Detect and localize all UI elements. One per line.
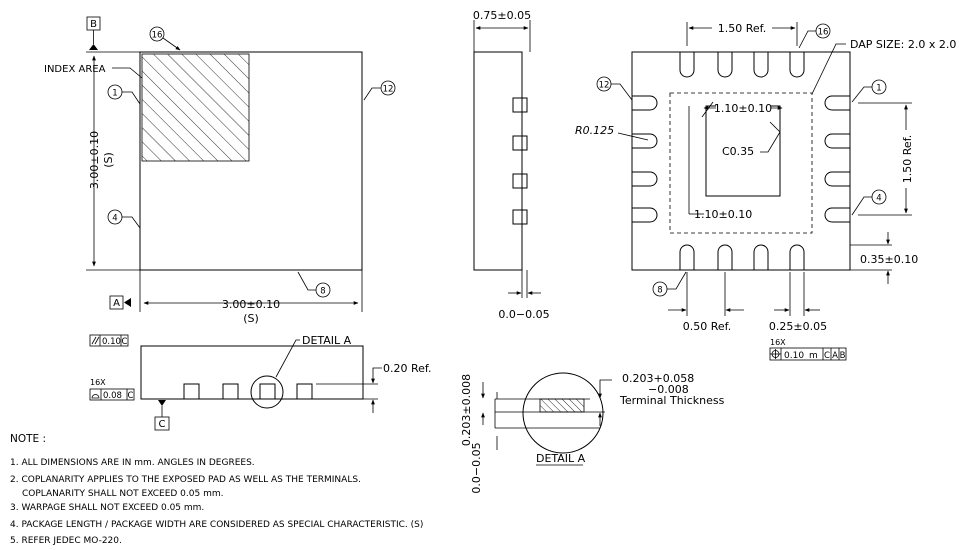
detail-a-circle [250, 375, 284, 409]
top-dim-width: 3.00±0.10 [222, 298, 280, 311]
terminal-dim-lower: −0.008 [648, 383, 689, 396]
terminal-dim-main: 0.203+0.058 [622, 372, 694, 385]
dap-outline [669, 92, 813, 234]
note-2: 2. COPLANARITY APPLIES TO THE EXPOSED PA… [10, 475, 361, 485]
top-pin-4: 4 [112, 214, 117, 224]
top-dim-width-note: (S) [243, 312, 259, 325]
datum-c-label: C [159, 419, 166, 430]
coplanarity-datum: C [128, 391, 134, 401]
fcf-modifier: m [809, 351, 818, 361]
detail-a-view: 0.203±0.008 0.0−0.05 0.203+0.058 −0.008 … [460, 372, 725, 494]
bottom-pin-1: 1 [876, 84, 881, 94]
dap-inner-left: 1.10±0.10 [694, 208, 752, 221]
note-3: 3. WARPAGE SHALL NOT EXCEED 0.05 mm. [10, 503, 204, 513]
bottom-pin-4: 4 [876, 194, 881, 204]
terminal-hatch [539, 398, 585, 413]
dap-inner-top: 1.10±0.10 [714, 102, 772, 115]
radius-label: R0.125 [575, 124, 614, 137]
front-dim-ref: 0.20 Ref. [383, 362, 431, 375]
top-dim-height-note: (S) [102, 152, 115, 168]
chamfer-label: C0.35 [722, 145, 754, 158]
detail-a-title: DETAIL A [536, 452, 586, 465]
detail-left-upper: 0.203±0.008 [460, 374, 473, 446]
notes: NOTE : 1. ALL DIMENSIONS ARE IN mm. ANGL… [10, 433, 423, 546]
top-view: B 3.00±0.10 (S) A 3.00±0.10 (S) INDEX AR… [44, 16, 396, 325]
bottom-ref-top: 1.50 Ref. [718, 22, 766, 35]
index-area-label: INDEX AREA [44, 64, 106, 75]
note-4: 4. PACKAGE LENGTH / PACKAGE WIDTH ARE CO… [10, 520, 423, 530]
datum-b-label: B [90, 19, 97, 30]
front-view-body [140, 345, 364, 400]
note-5: 5. REFER JEDEC MO-220. [10, 536, 122, 546]
bottom-pin-12: 12 [599, 81, 610, 91]
note-1: 1. ALL DIMENSIONS ARE IN mm. ANGLES IN D… [10, 458, 255, 468]
top-pin-12: 12 [383, 85, 394, 95]
bottom-view-body [631, 51, 851, 271]
bottom-pitch: 0.50 Ref. [683, 320, 731, 333]
detail-left-lower: 0.0−0.05 [470, 442, 483, 493]
top-pin-1: 1 [112, 89, 117, 99]
side-dim-thickness: 0.75±0.05 [473, 9, 531, 22]
fcf-position: 0.10 [784, 351, 804, 361]
bottom-pin-16: 16 [818, 28, 829, 38]
fcf-datum-b: B [840, 351, 846, 361]
top-dim-height: 3.00±0.10 [88, 131, 101, 189]
bottom-pin-8: 8 [657, 286, 662, 296]
front-view: 0.10 C 16X 0.08 C C DETAIL A 0.20 Ref. [89, 334, 431, 431]
parallelism-value: 0.10 [102, 337, 121, 347]
fcf-datum-c: C [824, 351, 830, 361]
fcf-datum-a: A [832, 351, 838, 361]
side-dim-standoff: 0.0−0.05 [498, 308, 549, 321]
top-pin-16: 16 [152, 31, 163, 41]
notes-heading: NOTE : [10, 433, 46, 445]
coplanarity-value: 0.08 [103, 391, 122, 401]
detail-callout: DETAIL A [302, 334, 352, 347]
side-view: 0.75±0.05 0.0−0.05 [473, 9, 550, 321]
terminal-label: Terminal Thickness [619, 394, 725, 407]
bottom-view: 1.10±0.10 1.10±0.10 C0.35 R0.125 1.50 Re… [575, 20, 956, 361]
bottom-ref-right: 1.50 Ref. [901, 135, 914, 183]
dap-size-label: DAP SIZE: 2.0 x 2.0 [850, 38, 956, 51]
bottom-dim-right: 0.35±0.10 [860, 253, 918, 266]
top-view-body [139, 51, 363, 271]
coplanarity-count: 16X [90, 378, 106, 387]
datum-a-label: A [113, 298, 120, 309]
parallelism-datum: C [122, 337, 128, 347]
fcf-count: 16X [770, 338, 786, 347]
index-area-hatch [141, 53, 250, 162]
top-pin-8: 8 [320, 287, 325, 297]
side-view-body [473, 51, 523, 271]
bottom-lead-width: 0.25±0.05 [769, 320, 827, 333]
note-2-cont: COPLANARITY SHALL NOT EXCEED 0.05 mm. [22, 489, 223, 499]
